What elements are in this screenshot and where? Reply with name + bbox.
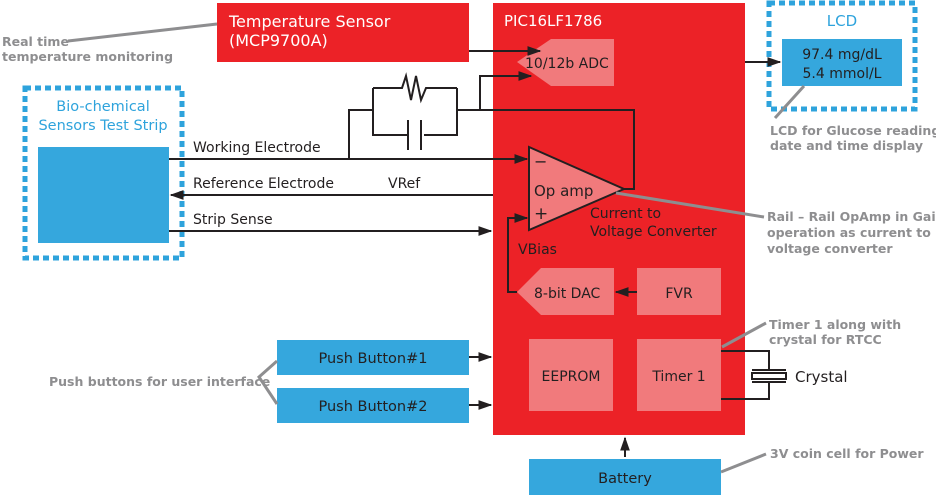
- lcd-title: LCD: [827, 12, 857, 30]
- eeprom-block: [529, 339, 613, 411]
- converter-label-line2: Voltage Converter: [590, 224, 717, 240]
- dac-label: 8-bit DAC: [534, 286, 601, 302]
- temp-callout-line1: Real time: [2, 34, 69, 49]
- temperature-sensor-block: [217, 3, 469, 62]
- vbias-wire: [507, 213, 529, 293]
- opamp-plus: +: [534, 204, 548, 224]
- strip-sense-label: Strip Sense: [193, 212, 273, 228]
- test-strip-title-line2: Sensors Test Strip: [38, 118, 167, 134]
- opamp-callout-line: [615, 191, 765, 219]
- crystal-label: Crystal: [795, 368, 848, 386]
- timer-callout-line2: crystal for RTCC: [769, 332, 882, 347]
- temp-callout-line: [67, 22, 218, 43]
- vbias-label: VBias: [518, 242, 557, 258]
- opamp-triangle: [528, 145, 627, 232]
- opamp-callout-line2: operation as current to: [767, 225, 931, 240]
- timer-callout-line1: Timer 1 along with: [769, 317, 901, 332]
- test-strip-title-line1: Bio-chemical: [56, 99, 149, 115]
- vref-label: VRef: [388, 176, 421, 192]
- push-button-1-label: Push Button#1: [319, 351, 428, 367]
- eeprom-label: EEPROM: [542, 369, 601, 385]
- test-strip-dashed-frame: [22, 85, 185, 261]
- timer-block: [637, 339, 721, 411]
- temperature-sensor-label: Temperature Sensor: [228, 12, 391, 31]
- reference-electrode-label: Reference Electrode: [193, 176, 334, 192]
- push-button-2-label: Push Button#2: [319, 399, 428, 415]
- push-button-1: [277, 340, 469, 375]
- opamp-minus: −: [534, 152, 547, 171]
- resistor-icon: [373, 72, 457, 104]
- lcd-callout-line1: LCD for Glucose reading,: [770, 123, 936, 138]
- test-strip-block: [38, 147, 169, 243]
- dac-block: [517, 268, 614, 315]
- opamp-callout-line3: voltage converter: [767, 241, 893, 256]
- adc-label: 10/12b ADC: [525, 56, 609, 72]
- battery-label: Battery: [598, 471, 652, 487]
- lcd-reading-mmol: 5.4 mmol/L: [803, 66, 882, 82]
- battery-block: [529, 459, 721, 495]
- lcd-callout-line: [773, 84, 806, 120]
- fvr-label: FVR: [665, 286, 693, 302]
- buttons-callout: Push buttons for user interface: [49, 374, 270, 389]
- temp-callout-line2: temperature monitoring: [2, 49, 173, 64]
- temperature-sensor-part: (MCP9700A): [229, 31, 328, 50]
- battery-callout-line: [720, 452, 767, 474]
- opamp-callout-line1: Rail – Rail OpAmp in Gain: [767, 209, 936, 224]
- battery-callout: 3V coin cell for Power: [770, 446, 924, 461]
- opamp-label: Op amp: [534, 182, 593, 200]
- lcd-dashed-frame: [766, 0, 918, 112]
- feedback-rc-network: [348, 71, 635, 190]
- converter-label-line1: Current to: [590, 206, 661, 222]
- timer-callout-line: [721, 321, 767, 349]
- fvr-block: [637, 268, 721, 315]
- push-button-2: [277, 388, 469, 423]
- buttons-callout-line: [257, 359, 279, 405]
- lcd-reading-mgdl: 97.4 mg/dL: [802, 47, 882, 63]
- lcd-display: [782, 39, 902, 86]
- lcd-callout-line2: date and time display: [770, 138, 923, 153]
- working-electrode-label: Working Electrode: [193, 140, 321, 156]
- crystal-icon: [721, 350, 787, 400]
- mcu-title: PIC16LF1786: [504, 12, 602, 30]
- timer-label: Timer 1: [651, 369, 705, 385]
